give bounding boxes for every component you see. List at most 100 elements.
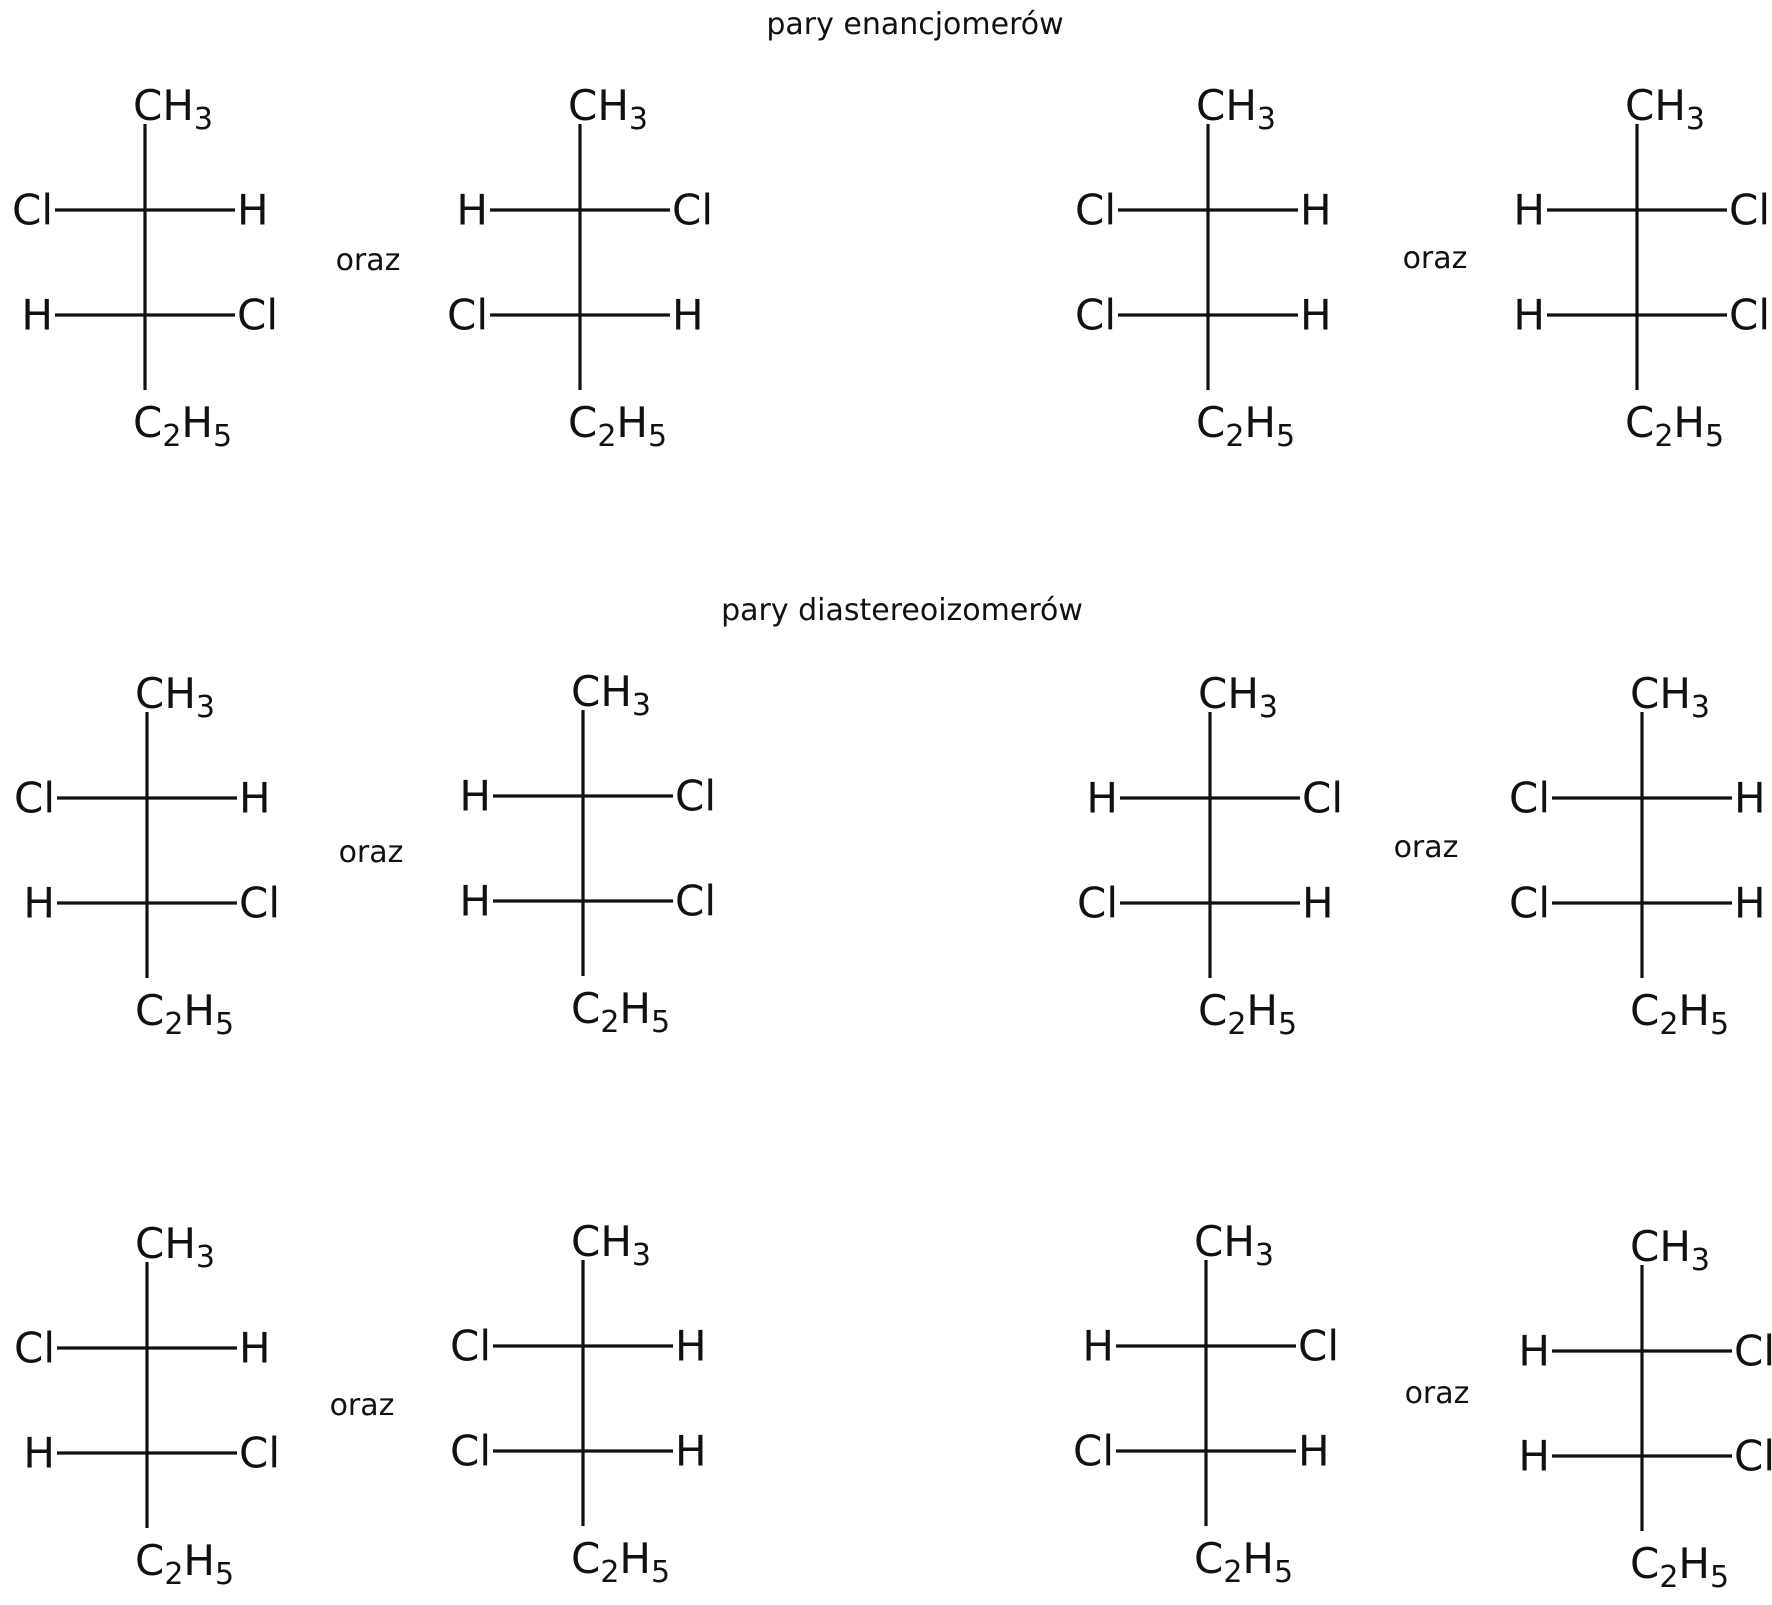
bottom-group-ethyl: C2H5 — [571, 984, 670, 1040]
top-group-methyl: CH3 — [135, 669, 215, 725]
top-group-methyl: CH3 — [1625, 81, 1705, 137]
substituent-c2-left: H — [1086, 774, 1118, 823]
bottom-group-ethyl: C2H5 — [571, 1534, 670, 1590]
conjunction-label: oraz — [330, 1388, 395, 1423]
top-group-methyl: CH3 — [1630, 1222, 1710, 1278]
substituent-c3-right: Cl — [1729, 291, 1770, 340]
top-group-methyl: CH3 — [1194, 1217, 1274, 1273]
substituent-c3-left: Cl — [1075, 291, 1116, 340]
substituent-c3-right: Cl — [239, 879, 280, 928]
substituent-c2-left: Cl — [14, 774, 55, 823]
bottom-group-ethyl: C2H5 — [1630, 986, 1729, 1042]
substituent-c3-right: H — [672, 291, 704, 340]
substituent-c3-left: H — [1518, 1432, 1550, 1481]
top-group-methyl: CH3 — [571, 1217, 651, 1273]
substituent-c3-left: H — [21, 291, 53, 340]
substituent-c3-right: Cl — [239, 1429, 280, 1478]
top-group-methyl: CH3 — [571, 667, 651, 723]
conjunction-label: oraz — [336, 243, 401, 278]
substituent-c3-right: H — [1300, 291, 1332, 340]
top-group-methyl: CH3 — [1196, 81, 1276, 137]
substituent-c2-right: Cl — [1734, 1327, 1772, 1376]
bottom-group-ethyl: C2H5 — [568, 398, 667, 454]
substituent-c2-left: Cl — [12, 186, 53, 235]
section-title-enantiomers: pary enancjomerów — [766, 7, 1063, 42]
substituent-c2-right: Cl — [1302, 774, 1343, 823]
bottom-group-ethyl: C2H5 — [133, 398, 232, 454]
substituent-c3-left: Cl — [1077, 879, 1118, 928]
substituent-c2-left: H — [1518, 1327, 1550, 1376]
substituent-c2-right: H — [1734, 774, 1766, 823]
substituent-c2-right: H — [675, 1322, 707, 1371]
bottom-group-ethyl: C2H5 — [1630, 1539, 1729, 1595]
substituent-c3-left: Cl — [1509, 879, 1550, 928]
substituent-c2-left: H — [456, 186, 488, 235]
conjunction-label: oraz — [1403, 241, 1468, 276]
substituent-c2-right: Cl — [1298, 1322, 1339, 1371]
substituent-c2-left: H — [459, 772, 491, 821]
substituent-c2-right: H — [239, 774, 271, 823]
substituent-c2-right: Cl — [1729, 186, 1770, 235]
substituent-c3-left: H — [23, 879, 55, 928]
substituent-c3-right: Cl — [675, 877, 716, 926]
substituent-c3-right: H — [1302, 879, 1334, 928]
top-group-methyl: CH3 — [135, 1219, 215, 1275]
substituent-c2-right: H — [1300, 186, 1332, 235]
section-title-diastereomers: pary diastereoizomerów — [721, 593, 1083, 628]
substituent-c2-right: H — [237, 186, 269, 235]
bottom-group-ethyl: C2H5 — [1196, 398, 1295, 454]
substituent-c3-right: H — [1734, 879, 1766, 928]
bottom-group-ethyl: C2H5 — [1194, 1534, 1293, 1590]
bottom-group-ethyl: C2H5 — [135, 986, 234, 1042]
substituent-c2-left: Cl — [14, 1324, 55, 1373]
substituent-c2-right: H — [239, 1324, 271, 1373]
substituent-c3-left: Cl — [447, 291, 488, 340]
bottom-group-ethyl: C2H5 — [135, 1536, 234, 1592]
substituent-c3-left: Cl — [1073, 1427, 1114, 1476]
substituent-c3-right: H — [1298, 1427, 1330, 1476]
substituent-c3-left: H — [459, 877, 491, 926]
bottom-group-ethyl: C2H5 — [1625, 398, 1724, 454]
substituent-c2-right: Cl — [672, 186, 713, 235]
top-group-methyl: CH3 — [1630, 669, 1710, 725]
top-group-methyl: CH3 — [1198, 669, 1278, 725]
conjunction-label: oraz — [339, 835, 404, 870]
substituent-c3-left: H — [23, 1429, 55, 1478]
substituent-c3-right: H — [675, 1427, 707, 1476]
top-group-methyl: CH3 — [568, 81, 648, 137]
substituent-c3-left: H — [1513, 291, 1545, 340]
conjunction-label: oraz — [1405, 1376, 1470, 1411]
substituent-c2-left: H — [1513, 186, 1545, 235]
substituent-c3-left: Cl — [450, 1427, 491, 1476]
substituent-c2-left: Cl — [1509, 774, 1550, 823]
substituent-c2-right: Cl — [675, 772, 716, 821]
top-group-methyl: CH3 — [133, 81, 213, 137]
substituent-c3-right: Cl — [1734, 1432, 1772, 1481]
substituent-c2-left: H — [1082, 1322, 1114, 1371]
bottom-group-ethyl: C2H5 — [1198, 986, 1297, 1042]
conjunction-label: oraz — [1394, 830, 1459, 865]
substituent-c2-left: Cl — [1075, 186, 1116, 235]
substituent-c2-left: Cl — [450, 1322, 491, 1371]
substituent-c3-right: Cl — [237, 291, 278, 340]
